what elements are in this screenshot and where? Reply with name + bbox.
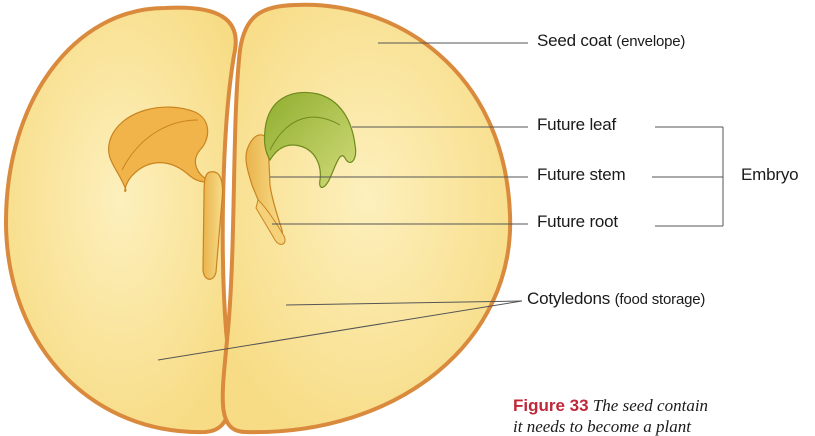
label-future-stem: Future stem [537,165,626,185]
label-cotyledons-note: (food storage) [615,291,706,308]
left-cotyledon [6,8,236,432]
embryo-bracket [652,127,723,226]
label-future-leaf: Future leaf [537,115,616,135]
label-seed-coat-note: (envelope) [616,33,685,50]
figure-caption: Figure 33 The seed contain it needs to b… [513,395,815,436]
label-seed-coat: Seed coat (envelope) [537,31,685,51]
figure-number: Figure 33 [513,396,589,415]
label-future-root: Future root [537,212,618,232]
figure-caption-text-line2: it needs to become a plant [513,417,691,436]
label-cotyledons-text: Cotyledons [527,289,610,308]
figure-caption-text: The seed contain [593,396,708,415]
label-seed-coat-text: Seed coat [537,31,612,50]
label-cotyledons: Cotyledons (food storage) [527,289,705,309]
label-embryo: Embryo [741,165,798,185]
